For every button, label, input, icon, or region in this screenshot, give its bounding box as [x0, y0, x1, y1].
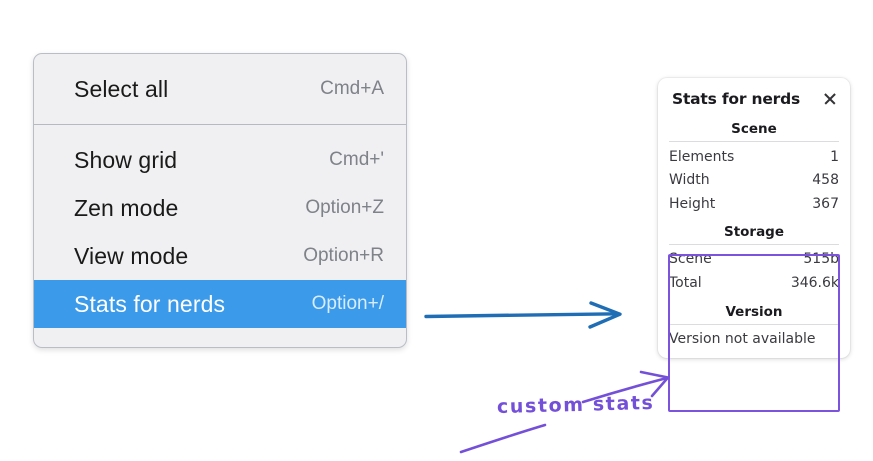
stats-row-key: Scene — [669, 251, 712, 268]
section-heading: Storage — [723, 223, 785, 240]
menu-item-shortcut: Option+/ — [311, 293, 384, 314]
stats-row-value: 458 — [812, 172, 839, 189]
stats-section-scene: Scene Elements 1 Width 458 Height 367 — [658, 120, 850, 217]
stats-row-total-storage: Total 346.6k — [669, 272, 839, 296]
stats-panel-header: Stats for nerds — [658, 90, 850, 108]
custom-stats-annotation-text: custom stats — [496, 391, 655, 419]
stats-row-version-text: Version not available — [669, 331, 816, 348]
stats-panel-title: Stats for nerds — [672, 90, 801, 108]
menu-item-label: Show grid — [74, 146, 178, 173]
menu-item-label: Select all — [74, 75, 169, 102]
menu-item-label: Zen mode — [74, 194, 179, 221]
stats-row-width: Width 458 — [669, 169, 839, 193]
menu-item-shortcut: Option+Z — [305, 197, 384, 218]
stats-row-value: 1 — [830, 148, 839, 165]
section-heading: Version — [725, 304, 783, 321]
stats-row-key: Elements — [669, 148, 735, 165]
stats-row-key: Width — [669, 172, 710, 189]
section-heading: Scene — [731, 121, 777, 137]
close-icon[interactable] — [822, 91, 838, 107]
menu-item-show-grid[interactable]: Show grid Cmd+' — [34, 136, 406, 184]
menu-to-panel-arrow — [424, 301, 622, 329]
menu-group-2: Show grid Cmd+' Zen mode Option+Z View m… — [34, 125, 406, 347]
stats-row-scene-storage: Scene 515b — [669, 248, 839, 272]
stats-section-version: Version Version not available — [658, 295, 850, 348]
menu-footer-spacer — [34, 328, 406, 347]
stats-row-value: 515b — [803, 251, 839, 268]
menu-item-select-all[interactable]: Select all Cmd+A — [34, 65, 406, 113]
section-rule — [669, 141, 839, 142]
menu-item-label: View mode — [74, 242, 189, 269]
stats-section-storage: Storage Scene 515b Total 346.6k — [658, 217, 850, 296]
section-rule — [669, 324, 839, 326]
menu-group-1: Select all Cmd+A — [34, 54, 406, 124]
stats-row-key: Total — [669, 275, 702, 292]
menu-divider — [34, 124, 406, 125]
menu-item-view-mode[interactable]: View mode Option+R — [34, 232, 406, 280]
stats-row-value: 346.6k — [790, 275, 839, 292]
stats-row-key: Height — [669, 196, 716, 213]
stats-row-height: Height 367 — [669, 193, 839, 217]
stats-row-value: 367 — [812, 196, 839, 213]
canvas-context-menu[interactable]: Select all Cmd+A Show grid Cmd+' Zen mod… — [33, 53, 407, 348]
menu-item-shortcut: Cmd+A — [320, 78, 384, 99]
menu-item-shortcut: Option+R — [303, 245, 384, 266]
section-rule — [669, 243, 839, 245]
menu-item-stats-for-nerds[interactable]: Stats for nerds Option+/ — [34, 280, 406, 328]
menu-item-zen-mode[interactable]: Zen mode Option+Z — [34, 184, 406, 232]
menu-item-label: Stats for nerds — [74, 290, 226, 317]
menu-item-shortcut: Cmd+' — [329, 149, 384, 170]
stats-for-nerds-panel: Stats for nerds Scene Elements 1 Width 4… — [658, 78, 850, 359]
custom-stats-underline — [459, 423, 547, 454]
stats-row-elements: Elements 1 — [669, 145, 839, 169]
